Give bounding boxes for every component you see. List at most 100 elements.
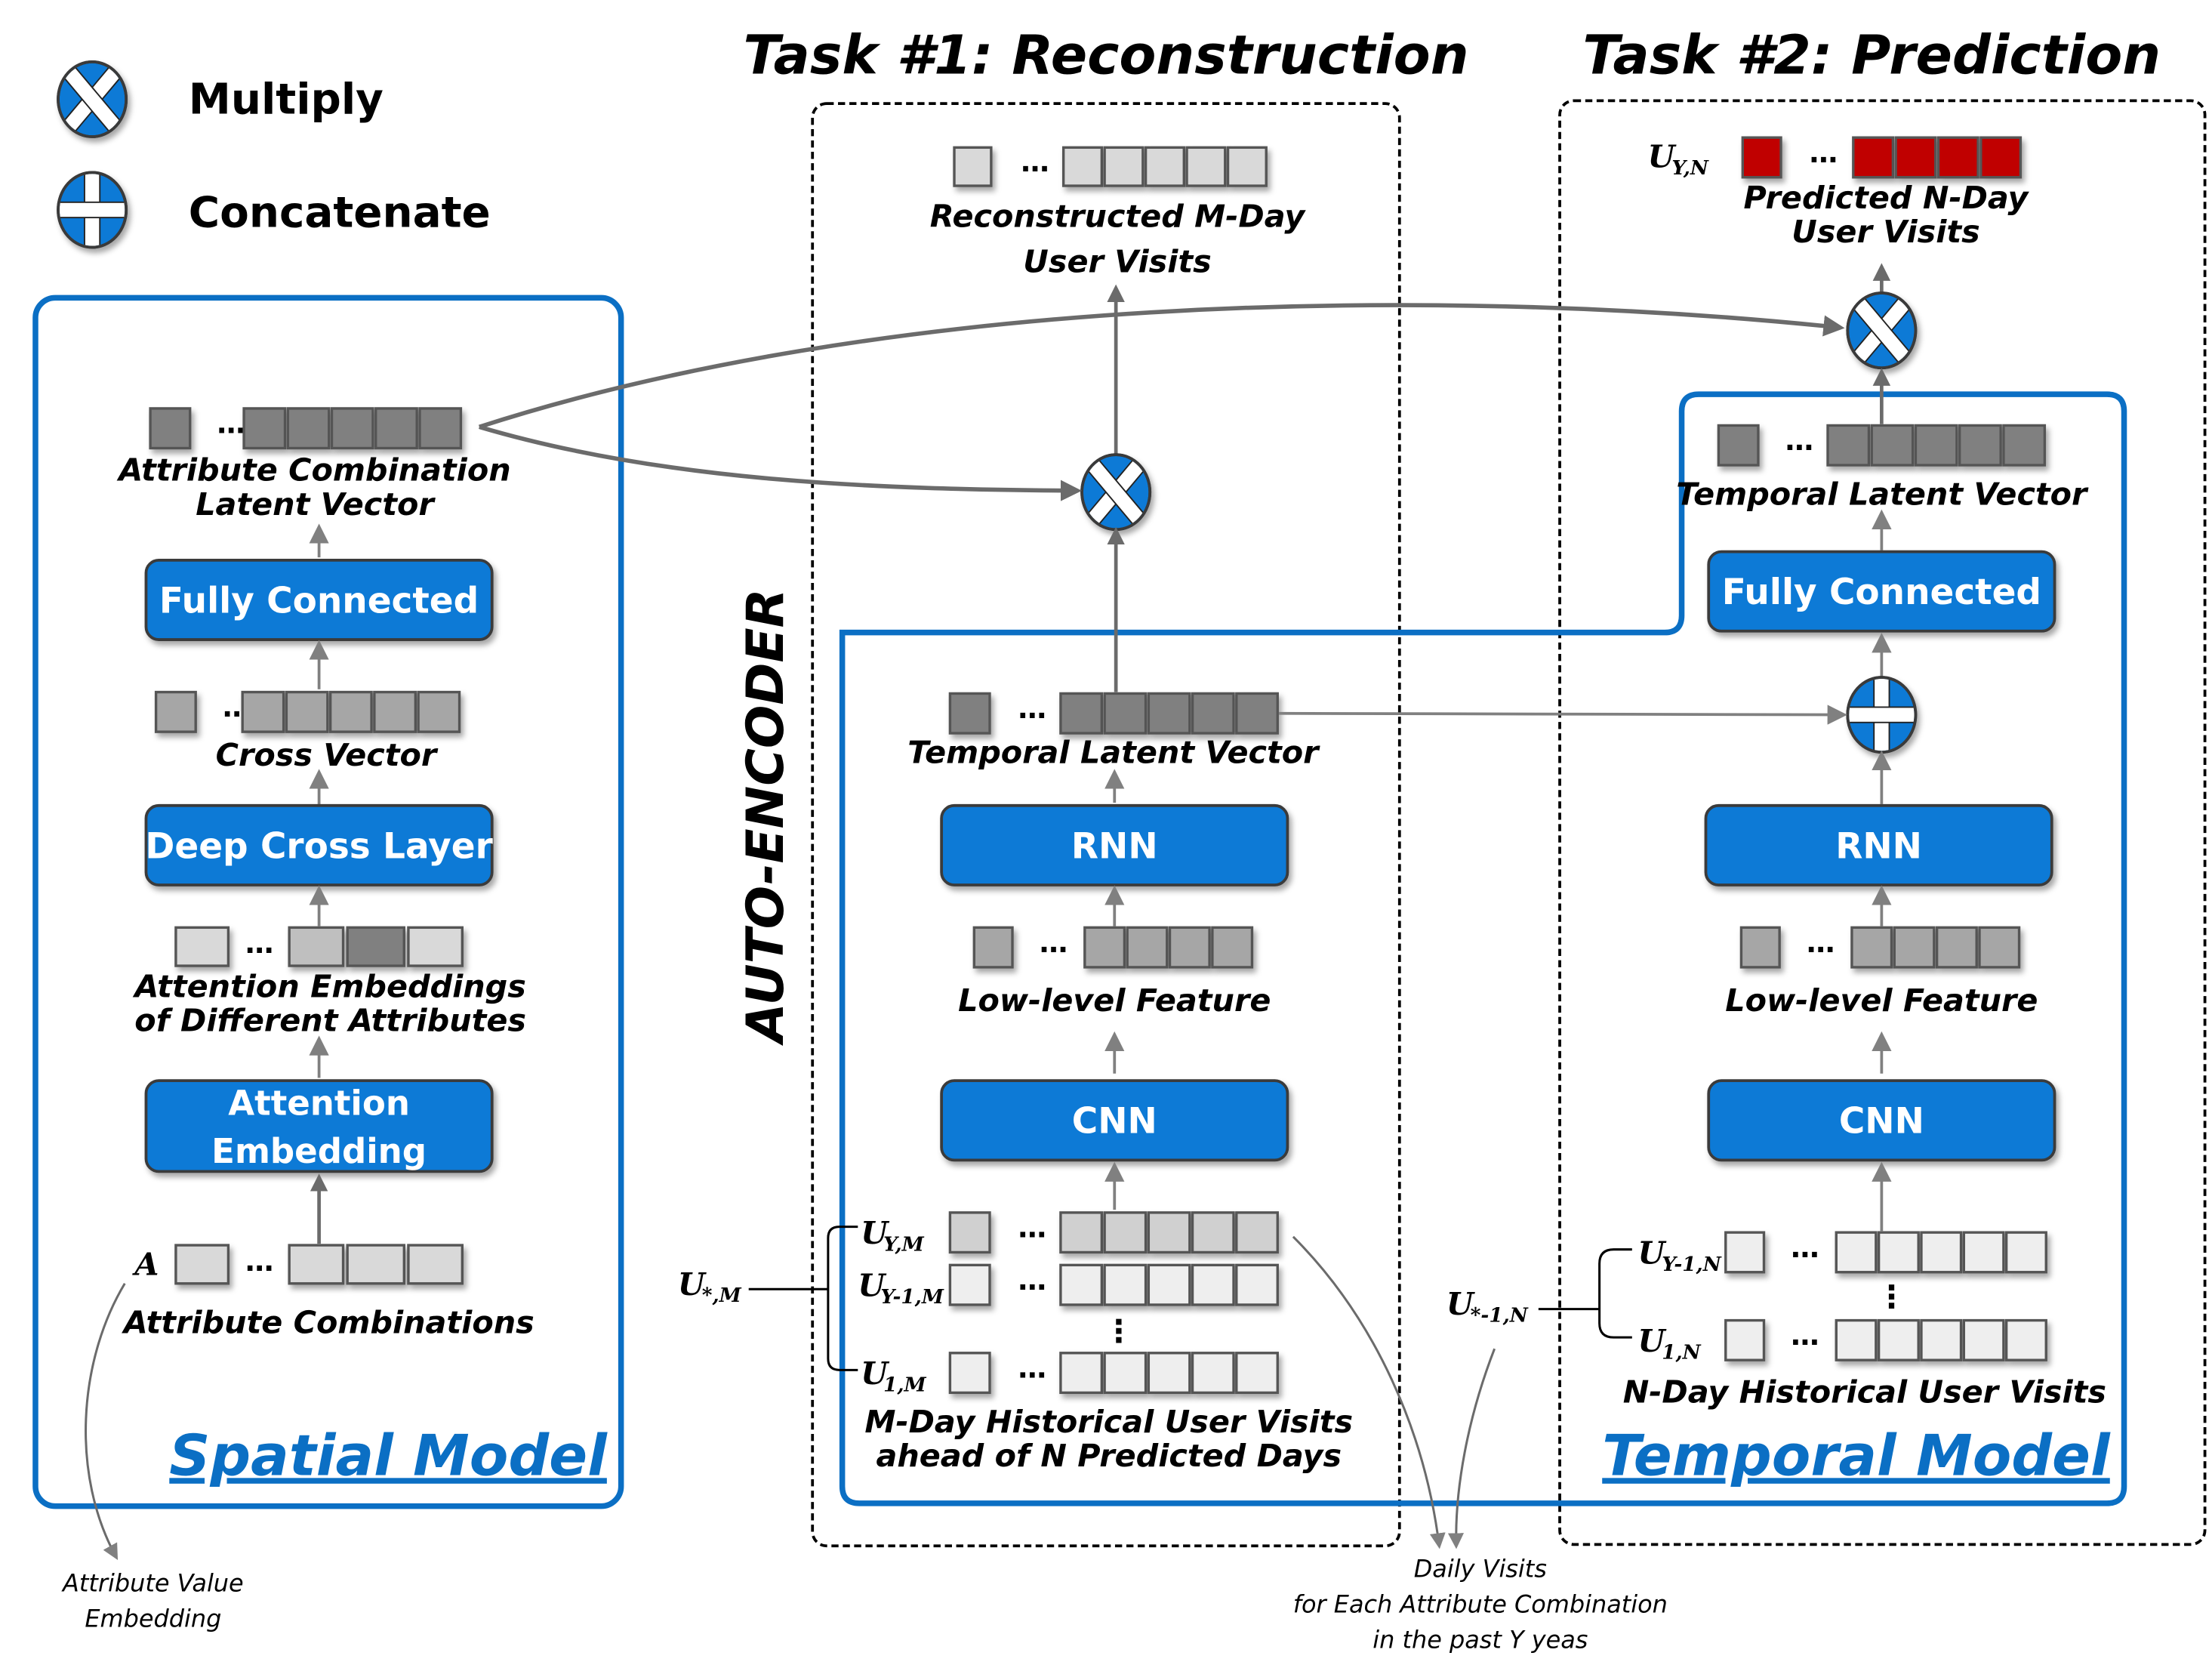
vector-cell [948, 1263, 991, 1306]
vector-cell [373, 690, 417, 733]
vector-cell [2004, 1318, 2047, 1361]
vector-cell [1191, 1211, 1235, 1254]
ellipsis: … [217, 407, 245, 440]
vector-cell [1144, 146, 1185, 187]
plus-glyph [59, 174, 125, 246]
ae-bracket [827, 1226, 858, 1371]
vector-cell [1147, 1263, 1191, 1306]
vector-cell [1126, 926, 1169, 969]
latent-to-prediction-arrow [478, 303, 1845, 430]
tm-fc-label: Fully Connected [1722, 572, 2041, 613]
task1-title: Task #1: Reconstruction [743, 24, 1468, 87]
ae-latent-label: Temporal Latent Vector [907, 734, 1320, 770]
attribute-latent-vector: … [149, 407, 463, 450]
vector-cell [1724, 1231, 1766, 1274]
cross-glyph [1083, 456, 1149, 529]
subscript: 1,M [883, 1374, 926, 1397]
vector-cell [2002, 424, 2047, 467]
vector-cell [1835, 1318, 1878, 1361]
vector-cell [948, 1211, 991, 1254]
subscript: Y,M [883, 1233, 925, 1256]
ellipsis: … [1021, 145, 1049, 178]
temporal-model: U Y,N … Predicted N-Day User Visits … Te… [1446, 136, 2111, 1489]
vector-cell [1920, 1231, 1963, 1274]
vector-cell [1936, 136, 1979, 179]
vector-cell [374, 407, 418, 450]
vector-cell [1914, 424, 1958, 467]
vector-cell [407, 1244, 464, 1285]
vector-cell [285, 690, 329, 733]
subscript: *-1,N [1471, 1303, 1529, 1327]
vector-cell [1191, 1352, 1235, 1395]
reconstructed-label-2: User Visits [1023, 244, 1211, 280]
ellipsis: … [1040, 926, 1068, 959]
vector-cell [948, 1352, 991, 1395]
vector-cell [972, 926, 1014, 969]
cross-glyph [59, 63, 125, 136]
attention-vector-label-2: of Different Attributes [134, 1002, 526, 1038]
tm-input-label: N-Day Historical User Visits [1623, 1374, 2106, 1411]
tm-low-level-label: Low-level Feature [1725, 982, 2038, 1019]
vector-cell [346, 1244, 405, 1285]
vector-cell [1835, 1231, 1878, 1274]
symbol: U [1637, 1322, 1667, 1359]
vector-cell [1962, 1318, 2005, 1361]
temporal-latent-vector-ae: … [948, 692, 1279, 735]
multiply-op-prediction [1846, 291, 1918, 370]
vector-cell [1059, 692, 1104, 735]
cross-glyph [1849, 294, 1915, 367]
vertical-dots: ⋮ [1103, 1313, 1134, 1349]
ae-low-level-label: Low-level Feature [958, 982, 1271, 1019]
vector-cell [149, 407, 192, 450]
cross-vector: … [154, 690, 461, 733]
vector-cell [286, 407, 331, 450]
symbol: U [678, 1266, 707, 1303]
tm-row-label-1: U 1,N [1637, 1322, 1701, 1364]
legend-concatenate-label: Concatenate [189, 189, 491, 238]
vector-cell [1850, 926, 1893, 969]
plus-glyph [1849, 678, 1915, 751]
subscript: Y,N [1671, 156, 1709, 180]
task2-region [1558, 99, 2207, 1546]
latent-vector-label-1: Attribute Combination [116, 452, 510, 489]
vector-cell [1979, 136, 2023, 179]
vector-cell [1059, 1352, 1104, 1395]
concatenate-icon [57, 171, 128, 249]
vector-cell [154, 690, 197, 733]
vector-cell [418, 407, 463, 450]
vector-cell [1103, 1263, 1148, 1306]
input-symbol-a: A [131, 1245, 159, 1282]
ae-row-label-y: U Y,M [861, 1214, 925, 1256]
attention-vector-label-1: Attention Embeddings [132, 968, 525, 1004]
ellipsis: … [245, 1244, 274, 1278]
vector-cell [346, 926, 405, 967]
tm-low-level-vector: … [1739, 926, 2021, 969]
tm-row-label-y-1: U Y-1,N [1637, 1234, 1721, 1275]
ellipsis: … [1018, 692, 1047, 725]
vector-cell [1083, 926, 1126, 969]
ae-low-level-vector: … [972, 926, 1254, 969]
temporal-latent-vector-tm: … [1717, 424, 2047, 467]
vector-cell [1717, 424, 1760, 467]
symbol: U [1637, 1234, 1667, 1271]
vector-cell [288, 926, 345, 967]
vector-cell [1103, 692, 1148, 735]
vector-cell [1059, 1211, 1104, 1254]
deep-cross-block-label: Deep Cross Layer [145, 825, 493, 867]
vector-cell [1147, 692, 1191, 735]
ae-rnn-label: RNN [1071, 825, 1158, 867]
subscript: Y-1,N [1662, 1253, 1721, 1276]
subscript: 1,N [1662, 1340, 1701, 1364]
vector-cell [1235, 1263, 1279, 1306]
tm-fc-block [1707, 550, 2056, 633]
symbol: U [861, 1355, 890, 1392]
spatial-model-outline [32, 294, 624, 1509]
vector-cell [328, 690, 373, 733]
latent-vector-label-2: Latent Vector [196, 486, 436, 523]
fc-block [144, 559, 494, 641]
auto-encoder-label: AUTO-ENCODER [735, 588, 795, 1046]
subscript: *,M [702, 1284, 742, 1307]
symbol: U [1647, 138, 1677, 175]
tm-rnn-label: RNN [1835, 825, 1922, 867]
attribute-combinations-vector: … [174, 1244, 464, 1285]
